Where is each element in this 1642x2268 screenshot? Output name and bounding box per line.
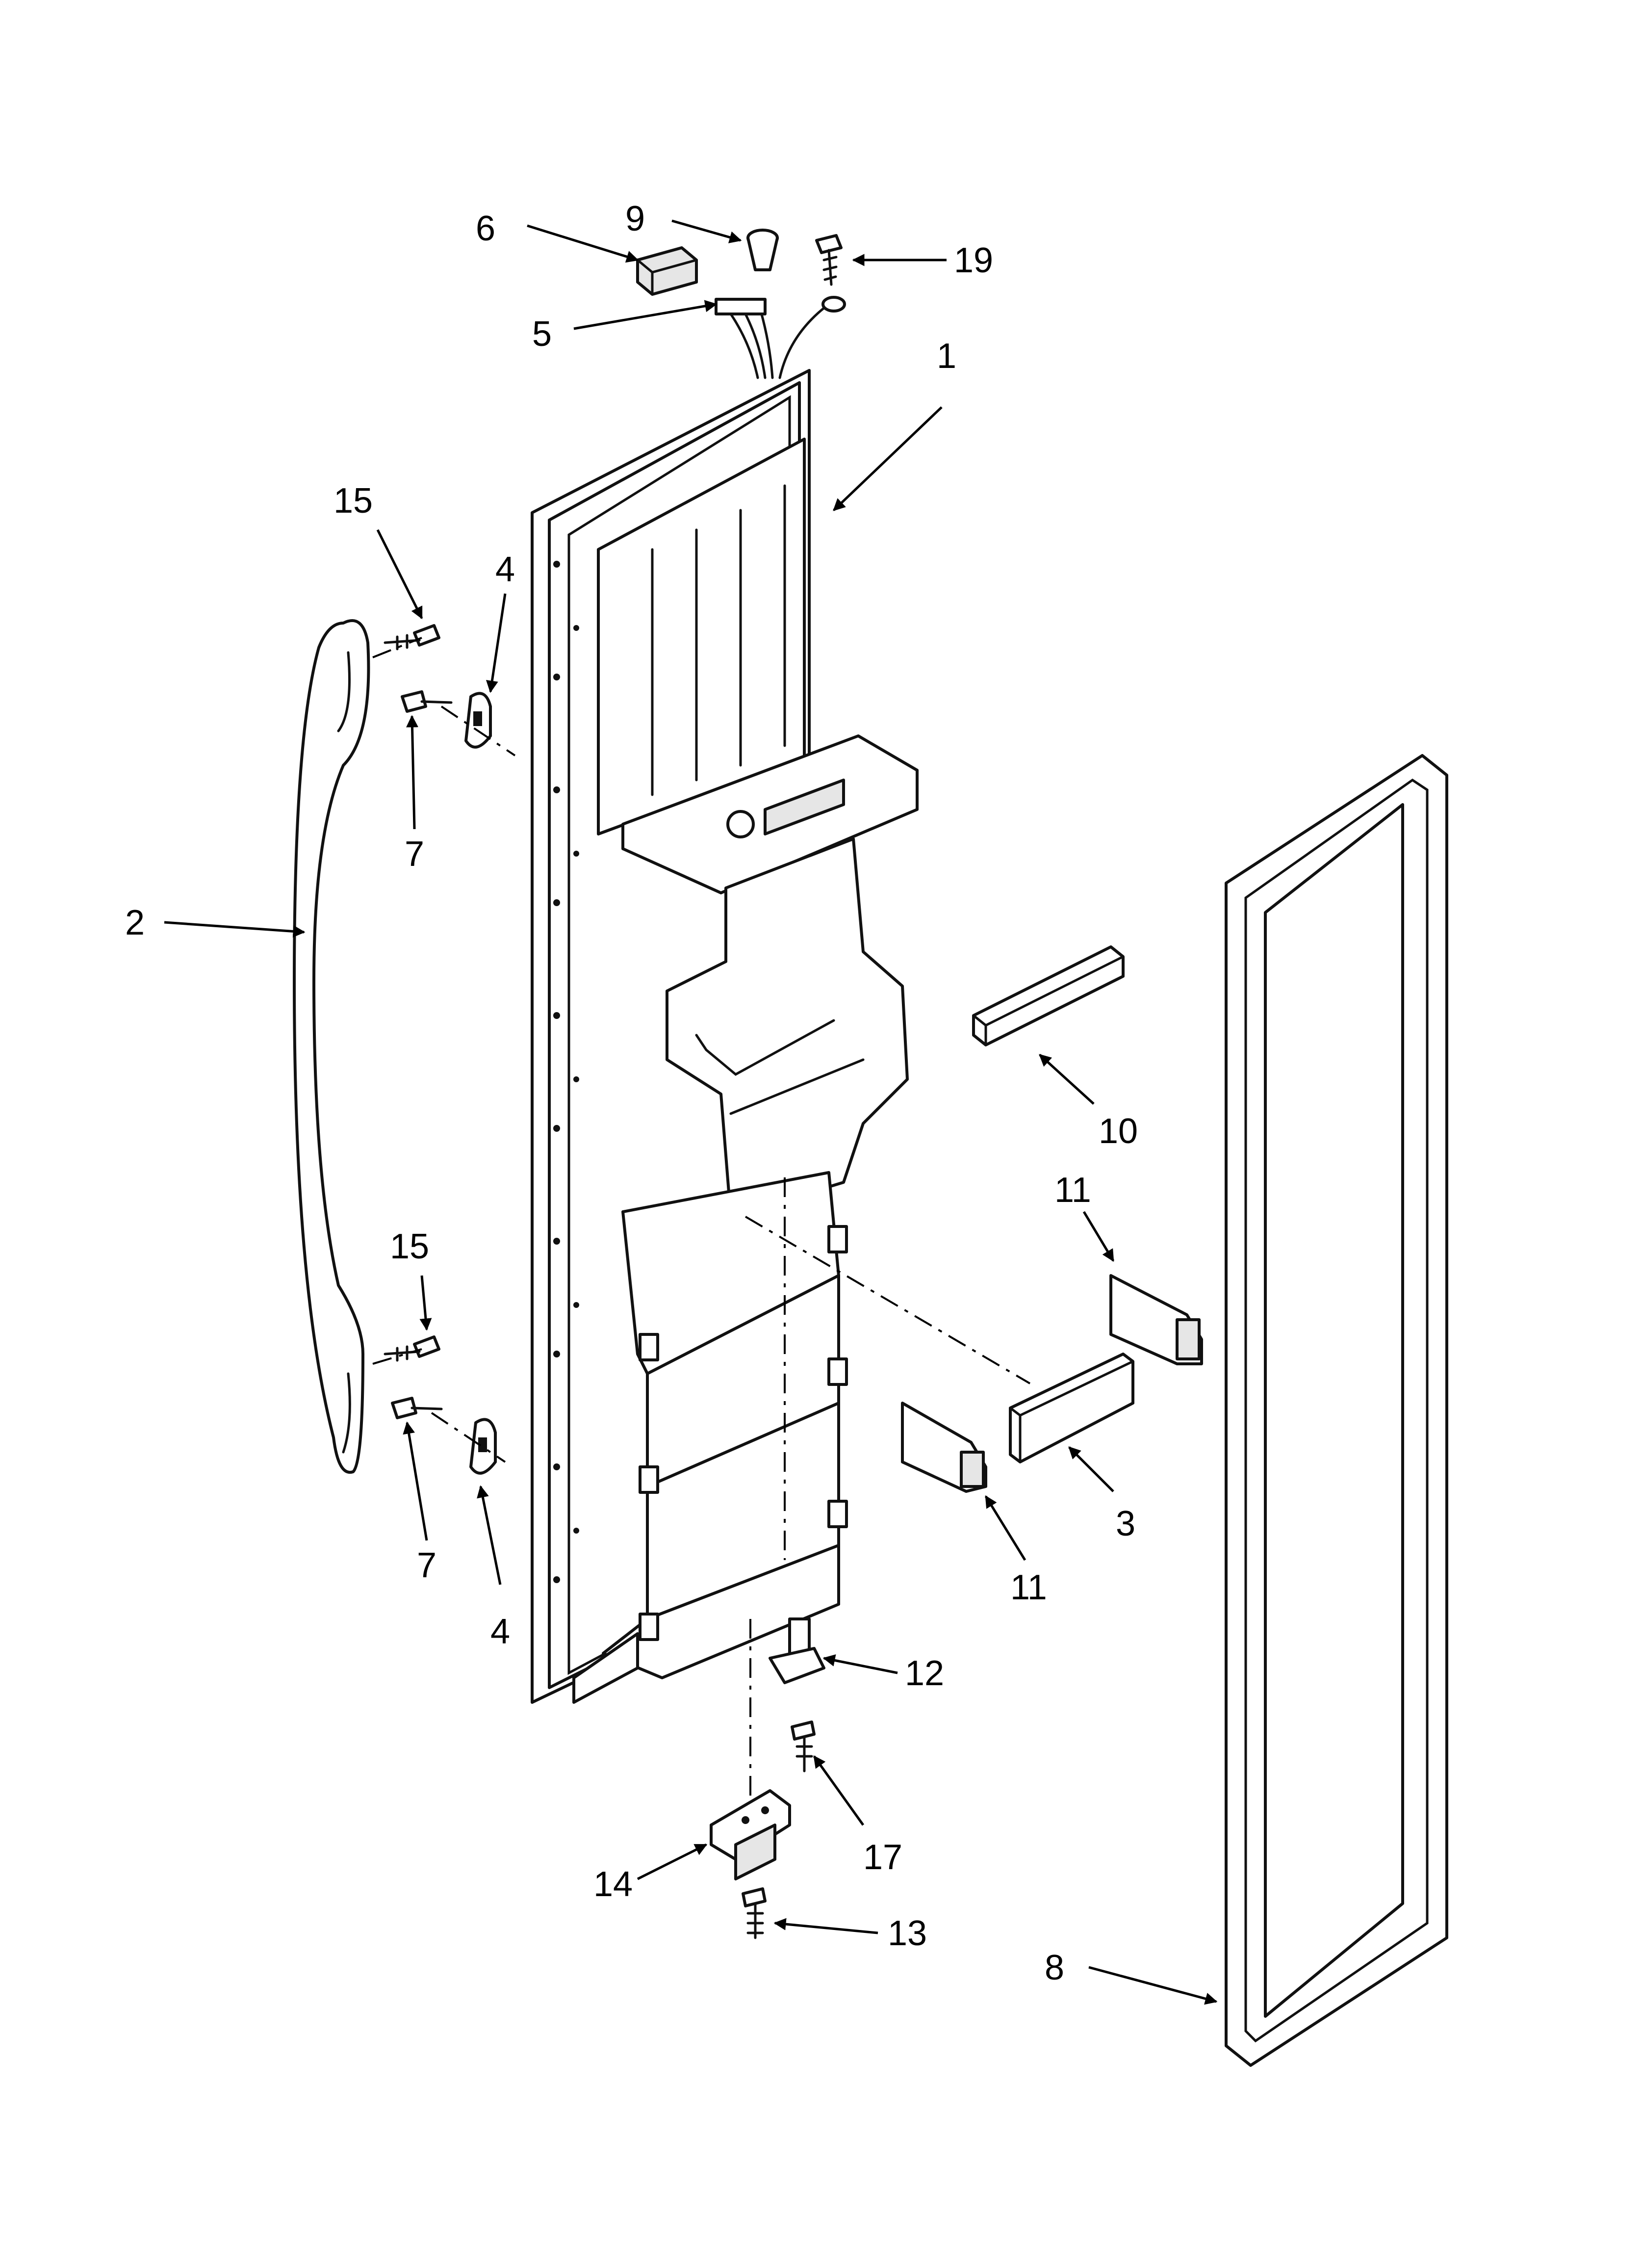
- handle-screws-lower: [384, 1335, 443, 1419]
- callout-11-upper: 11: [1054, 1171, 1091, 1210]
- handle-screws-upper: [384, 624, 453, 713]
- callout-9: 9: [625, 199, 645, 238]
- plug-part: [746, 229, 779, 271]
- callout-labels: 1 2 3 4 4 5 6 7 7 8 9 10 11 11 12 13 14 …: [125, 199, 1138, 1987]
- callout-4-lower: 4: [490, 1612, 510, 1651]
- shelf-end-cap-upper: [1109, 1274, 1203, 1365]
- callout-4-upper: 4: [495, 550, 515, 589]
- hinge-pin: [769, 1617, 825, 1684]
- callout-12: 12: [905, 1654, 944, 1693]
- shelf-rail: [972, 945, 1125, 1046]
- shelf-front: [1009, 1353, 1134, 1463]
- callout-13: 13: [888, 1914, 927, 1953]
- door-gasket: [1225, 754, 1448, 2067]
- screw-19: [815, 234, 843, 286]
- door-panel: [531, 369, 919, 1704]
- screw-13: [742, 1887, 767, 1939]
- screw-17: [791, 1721, 816, 1773]
- callout-10: 10: [1099, 1112, 1138, 1151]
- callout-11-lower: 11: [1010, 1568, 1047, 1607]
- callout-19: 19: [954, 241, 993, 280]
- callout-8: 8: [1045, 1948, 1064, 1987]
- callout-14: 14: [593, 1865, 633, 1904]
- callout-17: 17: [863, 1838, 902, 1877]
- leader-lines: [164, 219, 1218, 2005]
- wiring-harness: [715, 296, 846, 379]
- handle-clip-upper: [464, 692, 492, 749]
- callout-1: 1: [937, 337, 956, 376]
- handle-clip-lower: [469, 1418, 497, 1475]
- hinge-plate: [710, 1789, 791, 1880]
- shelf-end-cap-lower: [901, 1402, 987, 1493]
- door-screw-holes: [553, 561, 579, 1583]
- callout-2: 2: [125, 903, 145, 942]
- callout-5: 5: [532, 314, 552, 354]
- callout-3: 3: [1116, 1504, 1135, 1543]
- callout-7-lower: 7: [417, 1546, 436, 1585]
- callout-7-upper: 7: [405, 834, 424, 874]
- callout-6: 6: [476, 209, 495, 248]
- connector-block: [636, 246, 698, 296]
- callout-15-upper: 15: [334, 481, 373, 521]
- door-handle: [293, 619, 370, 1474]
- callout-15-lower: 15: [390, 1227, 429, 1266]
